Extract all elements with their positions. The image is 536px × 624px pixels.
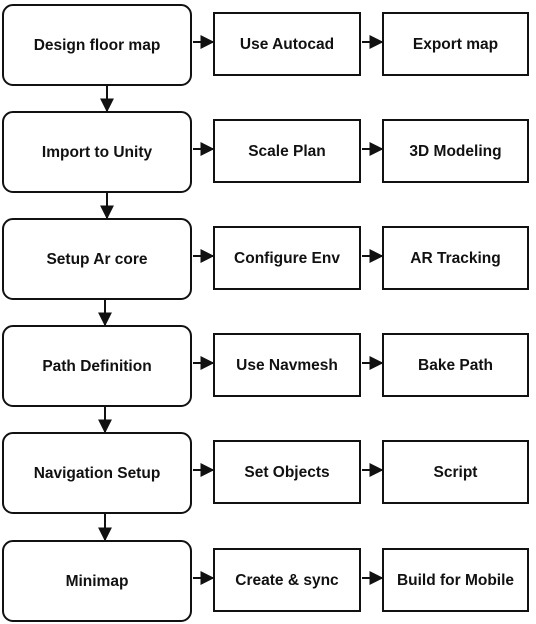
step-node-design-floor-map-label: Design floor map [34,37,161,54]
step-node-minimap: Minimap [2,540,192,622]
step-node-path-definition-shape [2,325,192,407]
action-node-set-objects: Set Objects [213,440,361,504]
result-node-export-map-shape [382,12,529,76]
result-node-script-label: Script [434,464,478,481]
action-node-set-objects-shape [213,440,361,504]
step-node-design-floor-map-shape [2,4,192,86]
step-node-setup-ar-core: Setup Ar core [2,218,192,300]
action-node-configure-env-shape [213,226,361,290]
result-node-bake-path-label: Bake Path [418,357,493,374]
result-node-build-for-mobile: Build for Mobile [382,548,529,612]
result-node-3d-modeling-shape [382,119,529,183]
action-node-create-and-sync: Create & sync [213,548,361,612]
result-node-build-for-mobile-shape [382,548,529,612]
result-node-bake-path: Bake Path [382,333,529,397]
action-node-use-navmesh: Use Navmesh [213,333,361,397]
step-node-import-to-unity-shape [2,111,192,193]
action-node-set-objects-label: Set Objects [244,464,329,481]
action-node-scale-plan-label: Scale Plan [248,143,326,160]
result-node-script: Script [382,440,529,504]
action-node-use-autocad: Use Autocad [213,12,361,76]
action-node-scale-plan: Scale Plan [213,119,361,183]
step-node-design-floor-map: Design floor map [2,4,192,86]
action-node-use-autocad-shape [213,12,361,76]
step-node-setup-ar-core-label: Setup Ar core [46,251,147,268]
action-node-create-and-sync-label: Create & sync [235,572,339,589]
result-node-build-for-mobile-label: Build for Mobile [397,572,514,589]
result-node-export-map: Export map [382,12,529,76]
step-node-path-definition: Path Definition [2,325,192,407]
step-node-import-to-unity: Import to Unity [2,111,192,193]
action-node-configure-env-label: Configure Env [234,250,340,267]
result-node-ar-tracking: AR Tracking [382,226,529,290]
action-node-configure-env: Configure Env [213,226,361,290]
action-node-use-navmesh-shape [213,333,361,397]
step-node-setup-ar-core-shape [2,218,192,300]
result-node-export-map-label: Export map [413,36,498,53]
result-node-bake-path-shape [382,333,529,397]
action-node-use-navmesh-label: Use Navmesh [236,357,338,374]
result-node-3d-modeling: 3D Modeling [382,119,529,183]
step-node-minimap-label: Minimap [66,573,129,590]
result-node-ar-tracking-shape [382,226,529,290]
result-node-ar-tracking-label: AR Tracking [410,250,500,267]
result-node-script-shape [382,440,529,504]
step-node-import-to-unity-label: Import to Unity [42,144,153,161]
step-node-minimap-shape [2,540,192,622]
action-node-scale-plan-shape [213,119,361,183]
action-node-create-and-sync-shape [213,548,361,612]
step-node-navigation-setup: Navigation Setup [2,432,192,514]
step-node-path-definition-label: Path Definition [42,358,151,375]
step-node-navigation-setup-label: Navigation Setup [34,465,161,482]
action-node-use-autocad-label: Use Autocad [240,36,334,53]
result-node-3d-modeling-label: 3D Modeling [409,143,501,160]
step-node-navigation-setup-shape [2,432,192,514]
